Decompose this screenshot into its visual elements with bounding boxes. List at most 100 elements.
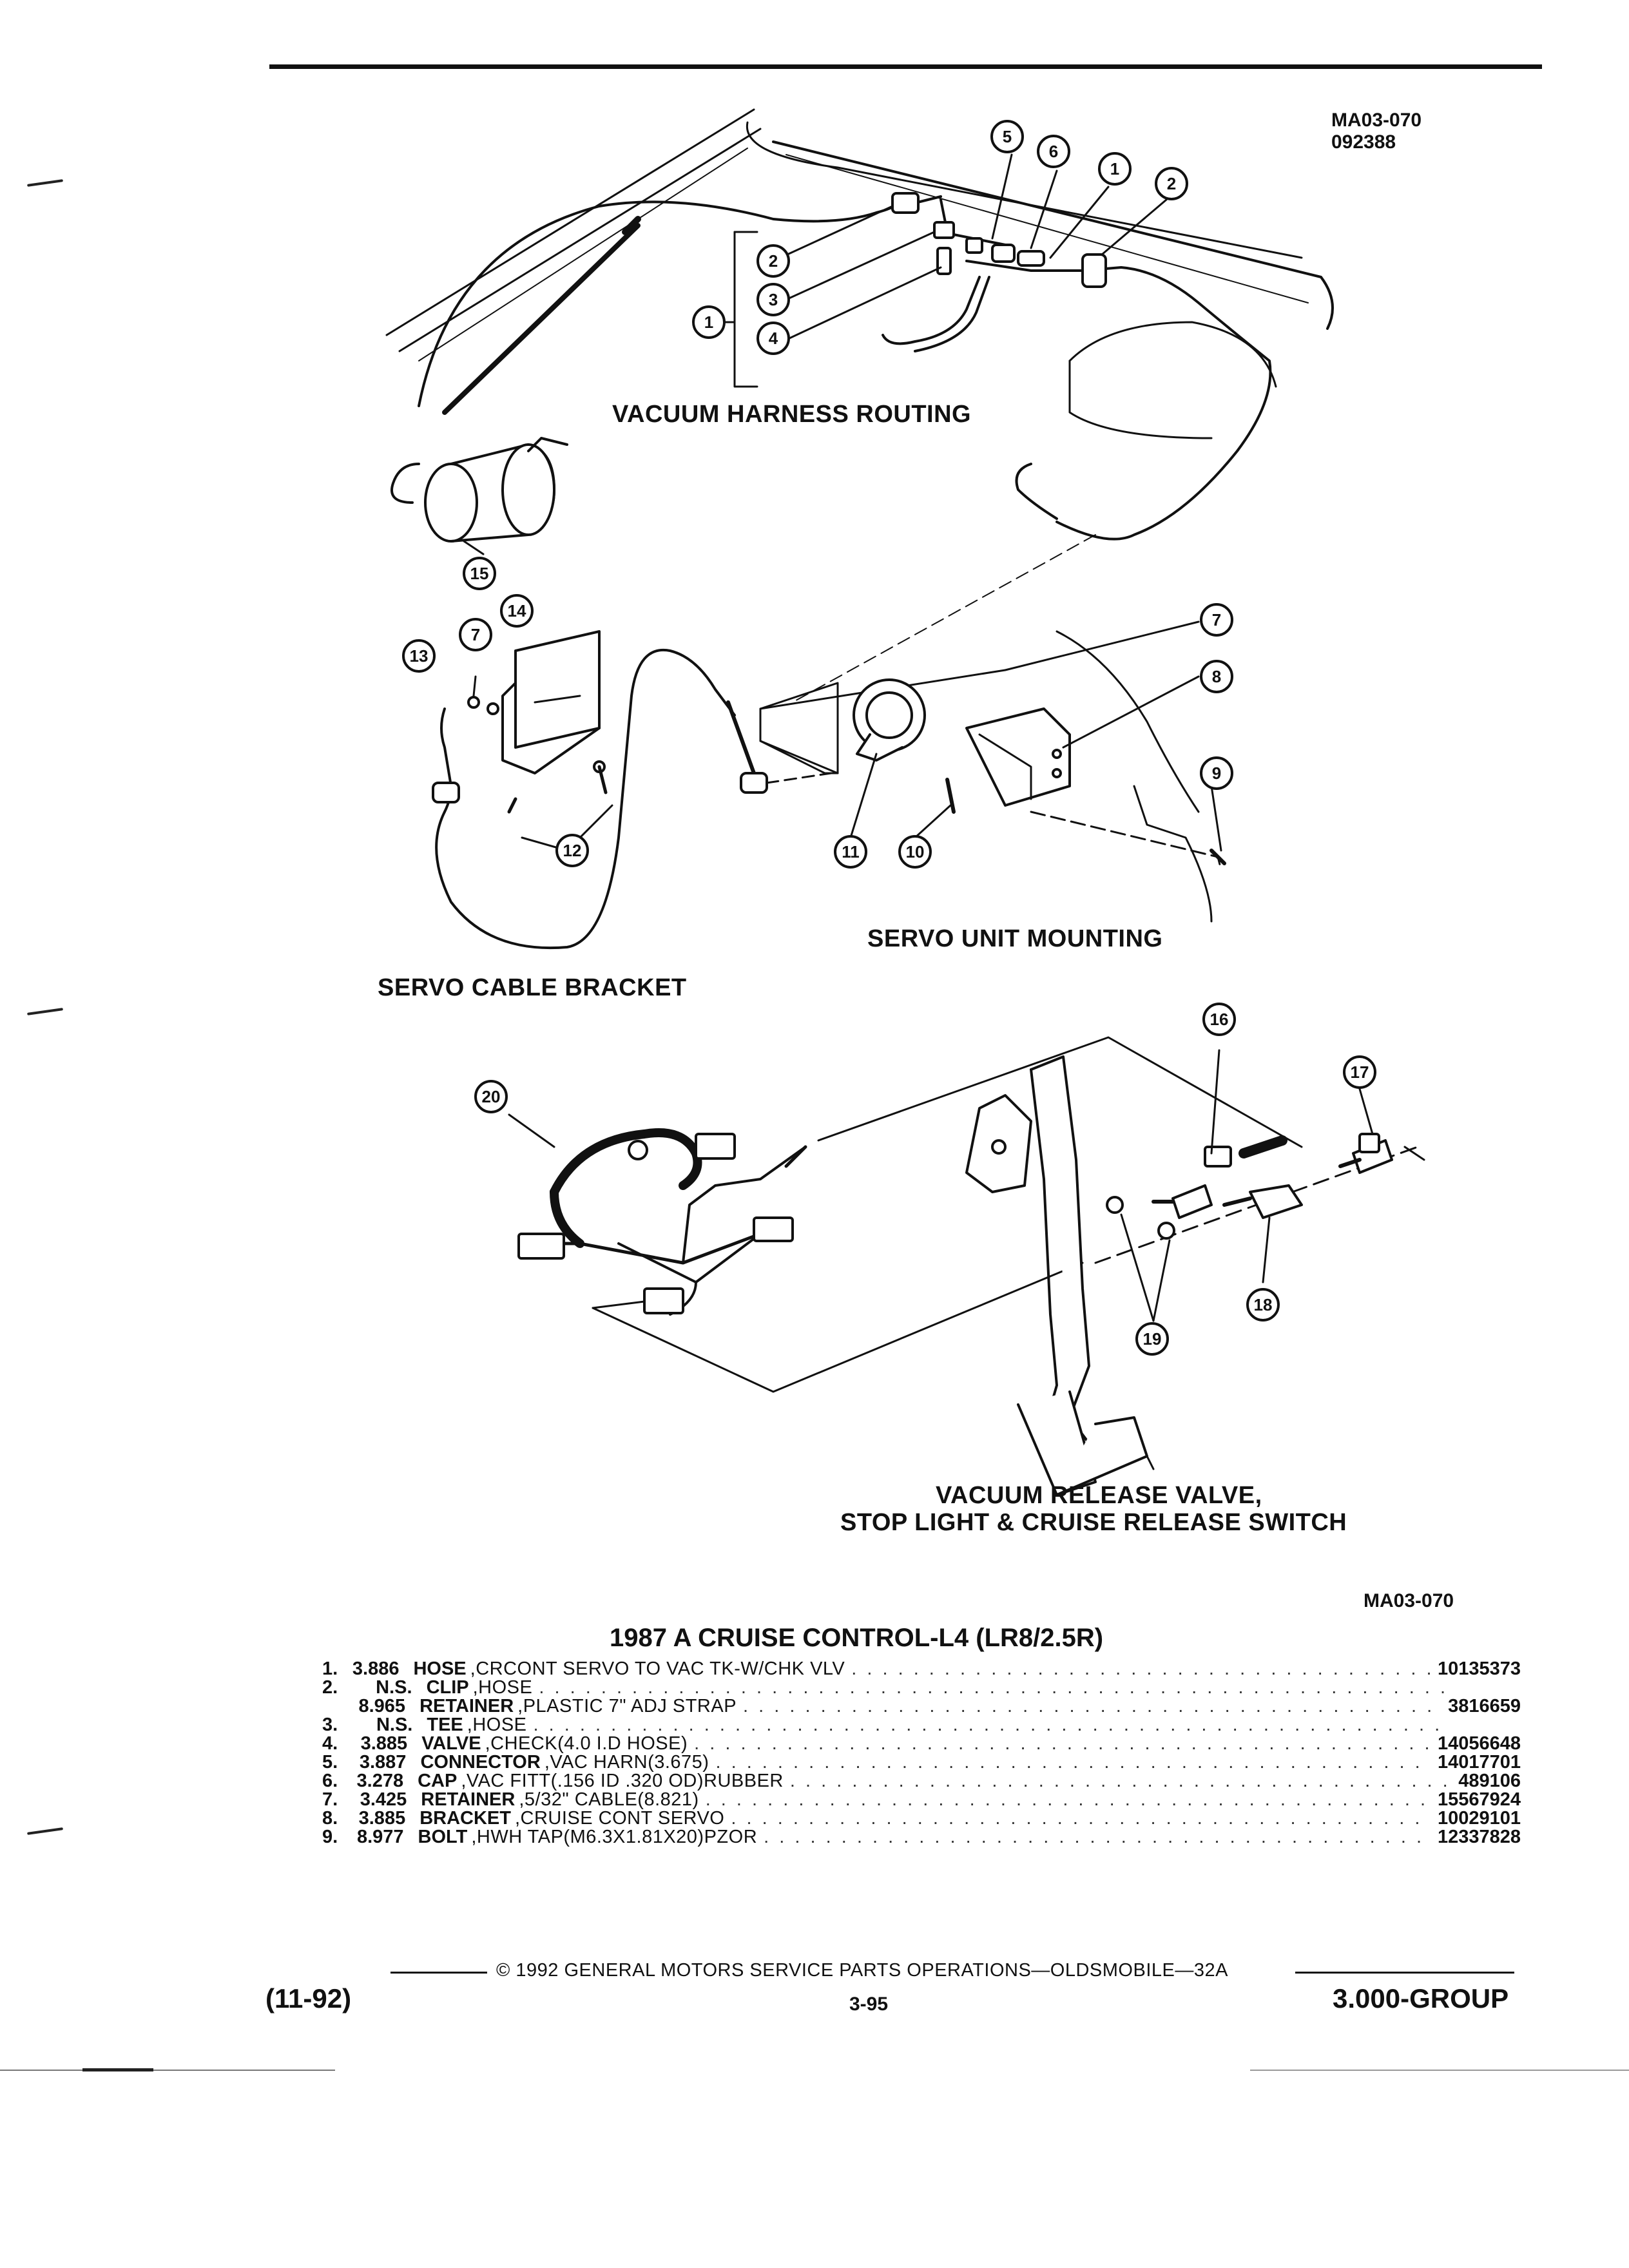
callout-9: 9	[1212, 764, 1221, 783]
parts-row: 3. N.S. TEE,HOSE	[322, 1715, 1521, 1735]
figure-ref: MA03-070	[1364, 1590, 1454, 1611]
parts-part-number: 12337828	[1437, 1827, 1521, 1847]
callout-17: 17	[1351, 1062, 1369, 1082]
parts-name: RETAINER	[421, 1789, 516, 1810]
parts-list-title: 1987 A CRUISE CONTROL-L4 (LR8/2.5R)	[610, 1624, 1104, 1652]
parts-row: 4. 3.885 VALVE,CHECK(4.0 I.D HOSE) 14056648	[322, 1733, 1521, 1754]
parts-name: VALVE	[421, 1733, 481, 1754]
parts-row: 1. 3.886 HOSE,CRCONT SERVO TO VAC TK-W/CHK…	[322, 1658, 1521, 1679]
parts-item-number: 2.	[322, 1677, 338, 1698]
parts-description: ,5/32" CABLE(8.821)	[519, 1789, 699, 1810]
parts-part-number: 14017701	[1437, 1752, 1521, 1773]
page-number: 3-95	[849, 1994, 889, 2015]
label-servo-unit-mounting: SERVO UNIT MOUNTING	[867, 925, 1163, 952]
bottom-scan-line	[1250, 2070, 1629, 2071]
footer-date: (11-92)	[265, 1983, 352, 2013]
callout-11: 11	[842, 842, 860, 861]
parts-catalog-number: 8.977	[356, 1827, 404, 1847]
parts-description: ,CRUISE CONT SERVO	[514, 1808, 725, 1829]
parts-catalog-number: 3.887	[359, 1752, 407, 1773]
parts-name: BOLT	[418, 1827, 468, 1847]
footer-rule-left	[390, 1972, 487, 1974]
callout-4: 4	[769, 329, 778, 348]
figure-date: 092388	[1331, 131, 1396, 153]
parts-catalog-number: 3.885	[358, 1808, 406, 1829]
callout-7: 7	[1212, 610, 1221, 629]
parts-list: 1. 3.886 HOSE,CRCONT SERVO TO VAC TK-W/CHK…	[322, 1658, 1521, 1848]
parts-description: ,HOSE	[467, 1715, 527, 1735]
parts-catalog-number: 3.278	[356, 1771, 404, 1791]
parts-item-number: 1.	[322, 1658, 338, 1679]
parts-part-number: 10135373	[1437, 1658, 1521, 1679]
parts-item-number: 4.	[322, 1733, 338, 1754]
parts-row: 7. 3.425 RETAINER,5/32" CABLE(8.821) 155679…	[322, 1789, 1521, 1810]
callout-7: 7	[471, 625, 480, 644]
parts-description: ,HOSE	[472, 1677, 533, 1698]
parts-catalog-number: 8.965	[358, 1696, 406, 1716]
label-stop-light-switch: STOP LIGHT & CRUISE RELEASE SWITCH	[840, 1509, 1347, 1536]
callout-20: 20	[482, 1087, 501, 1106]
callout-15: 15	[470, 564, 489, 583]
parts-name: HOSE	[413, 1658, 467, 1679]
parts-catalog-number: N.S.	[376, 1677, 412, 1698]
parts-part-number: 489106	[1458, 1771, 1521, 1791]
parts-part-number: 3816659	[1448, 1696, 1521, 1716]
parts-item-number: 5.	[322, 1752, 338, 1773]
parts-name: CONNECTOR	[420, 1752, 541, 1773]
parts-part-number: 15567924	[1437, 1789, 1521, 1810]
callout-12: 12	[563, 841, 582, 860]
parts-catalog-number: 3.886	[352, 1658, 400, 1679]
callout-3: 3	[769, 290, 778, 309]
leader-dots	[764, 1827, 1431, 1848]
parts-row: 2. N.S. CLIP,HOSE	[322, 1677, 1521, 1698]
parts-description: ,VAC FITT(.156 ID .320 OD)RUBBER	[461, 1771, 784, 1791]
parts-description: ,PLASTIC 7" ADJ STRAP	[517, 1696, 737, 1716]
bottom-scan-line	[0, 2070, 335, 2071]
callout-6: 6	[1049, 142, 1058, 161]
parts-part-number: 10029101	[1437, 1808, 1521, 1829]
callout-2: 2	[769, 251, 778, 271]
bottom-scan-mark	[82, 2068, 153, 2071]
callout-5: 5	[1003, 127, 1012, 146]
callout-1: 1	[704, 312, 713, 332]
parts-item-number: 3.	[322, 1715, 338, 1735]
footer-group: 3.000-GROUP	[1333, 1983, 1509, 2013]
figure-code: MA03-070	[1331, 110, 1422, 131]
parts-part-number: 14056648	[1437, 1733, 1521, 1754]
parts-name: BRACKET	[419, 1808, 511, 1829]
parts-description: ,CHECK(4.0 I.D HOSE)	[485, 1733, 688, 1754]
parts-row: 8.965 RETAINER,PLASTIC 7" ADJ STRAP 381665…	[322, 1696, 1521, 1716]
label-vacuum-release-valve: VACUUM RELEASE VALVE,	[936, 1482, 1262, 1509]
parts-description: ,CRCONT SERVO TO VAC TK-W/CHK VLV	[470, 1658, 845, 1679]
top-rule	[269, 64, 1542, 69]
callout-10: 10	[906, 842, 925, 861]
callout-14: 14	[508, 601, 526, 620]
parts-name: CAP	[418, 1771, 458, 1791]
label-servo-cable-bracket: SERVO CABLE BRACKET	[378, 974, 687, 1001]
callout-16: 16	[1210, 1010, 1229, 1029]
footer-copyright: © 1992 GENERAL MOTORS SERVICE PARTS OPER…	[496, 1960, 1228, 1981]
parts-name: CLIP	[426, 1677, 469, 1698]
label-vacuum-harness-routing: VACUUM HARNESS ROUTING	[612, 401, 972, 428]
parts-row: 5. 3.887 CONNECTOR,VAC HARN(3.675) 14017701	[322, 1752, 1521, 1773]
parts-description: ,VAC HARN(3.675)	[544, 1752, 709, 1773]
parts-catalog-number: N.S.	[376, 1715, 413, 1735]
parts-description: ,HWH TAP(M6.3X1.81X20)PZOR	[471, 1827, 758, 1847]
parts-item-number: 7.	[322, 1789, 338, 1810]
callout-19: 19	[1143, 1329, 1162, 1349]
parts-name: RETAINER	[419, 1696, 514, 1716]
parts-item-number: 6.	[322, 1771, 338, 1791]
callout-8: 8	[1212, 667, 1221, 686]
parts-name: TEE	[427, 1715, 463, 1735]
callout-1: 1	[1110, 159, 1119, 178]
parts-row: 6. 3.278 CAP,VAC FITT(.156 ID .320 OD)RUBB…	[322, 1771, 1521, 1791]
parts-catalog-number: 3.885	[360, 1733, 408, 1754]
callout-13: 13	[410, 646, 429, 666]
callout-18: 18	[1254, 1295, 1273, 1314]
footer-rule-right	[1295, 1972, 1514, 1974]
callout-2: 2	[1167, 174, 1176, 193]
parts-catalog-number: 3.425	[360, 1789, 407, 1810]
parts-item-number: 8.	[322, 1808, 338, 1829]
